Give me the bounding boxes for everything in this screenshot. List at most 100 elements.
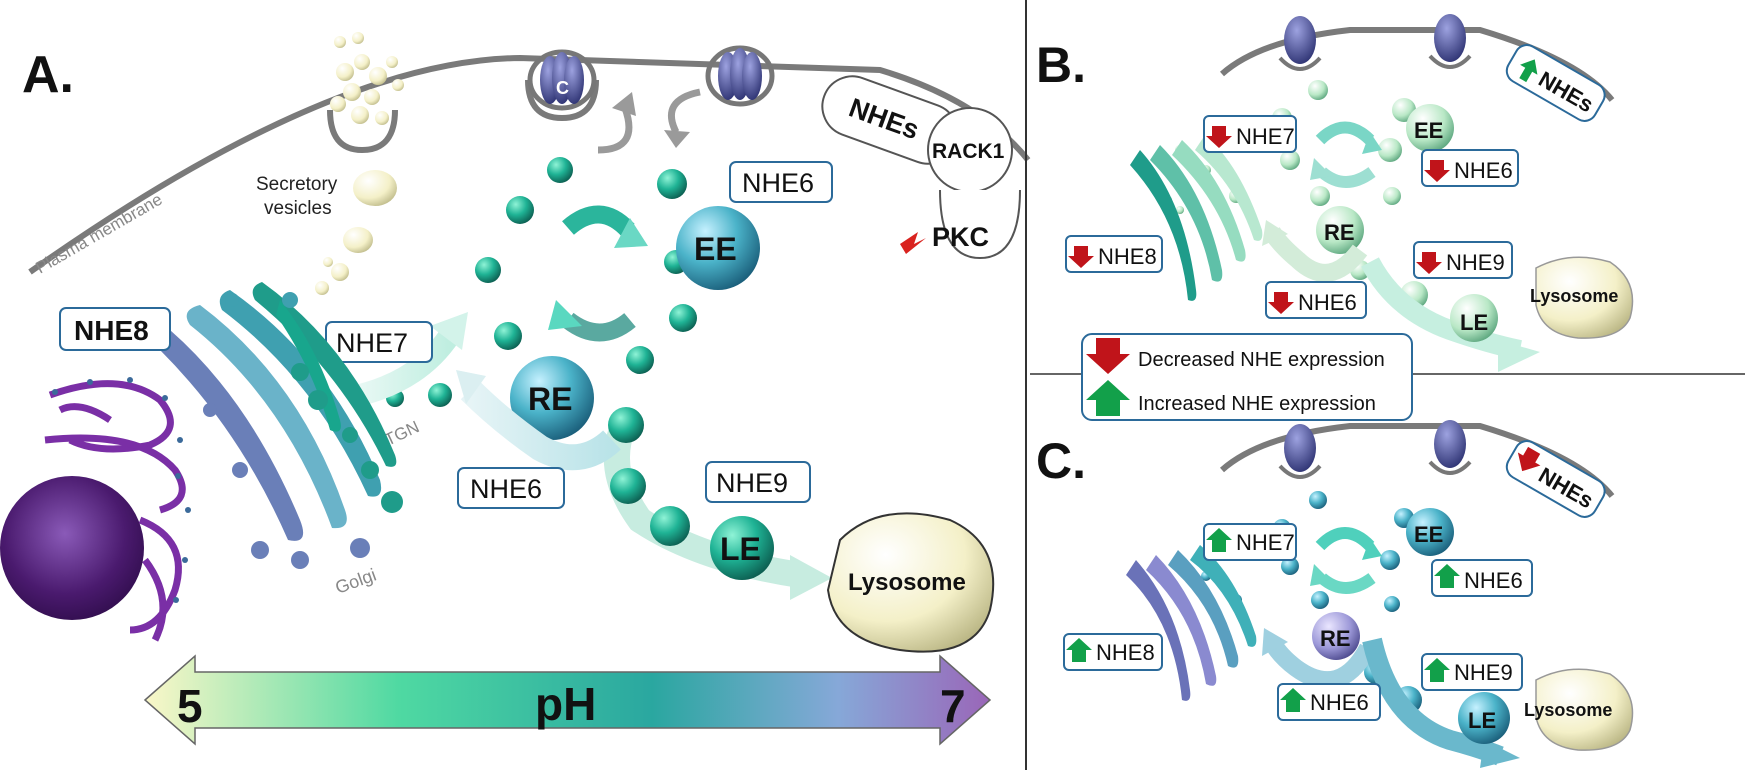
c-nhe9-tag: NHE9	[1421, 653, 1523, 691]
ph-gradient-bar: 5 pH 7	[143, 654, 992, 746]
c-nhe6-re-label: NHE6	[1310, 690, 1369, 715]
rack1-label: RACK1	[932, 140, 1005, 163]
recycle-arrow	[597, 106, 633, 154]
up-arrow-icon	[1424, 658, 1450, 682]
down-arrow-icon	[1206, 126, 1232, 148]
b-lysosome-label: Lysosome	[1530, 286, 1618, 306]
pkc-lightning-icon	[900, 232, 926, 254]
cycle-arrows-icon	[1310, 121, 1382, 188]
down-arrow-icon	[1416, 252, 1442, 274]
recycling-endosome-re	[510, 356, 594, 440]
b-le-label: LE	[1460, 310, 1488, 335]
lysosome	[826, 512, 995, 653]
panel-a-label: A.	[22, 46, 74, 104]
b-nhe8-tag: NHE8	[1065, 235, 1163, 273]
channel-icon	[1278, 424, 1322, 479]
nhe7-label: NHE7	[336, 328, 408, 358]
b-nhe6-ee-tag: NHE6	[1421, 149, 1519, 187]
c-nhe8-label: NHE8	[1096, 640, 1155, 665]
secretory-vesicles-label: Secretory	[256, 174, 338, 195]
re-label: RE	[528, 381, 572, 417]
down-arrow-icon	[1068, 246, 1094, 268]
b-ee-label: EE	[1414, 118, 1443, 143]
up-arrow-icon	[1519, 59, 1538, 83]
c-nhe6-ee-tag: NHE6	[1431, 559, 1533, 597]
secretory-vesicle	[343, 227, 373, 253]
b-nhe9-tag: NHE9	[1413, 241, 1513, 279]
down-arrow-icon	[1086, 338, 1130, 374]
secretory-vesicles-label-2: vesicles	[264, 198, 332, 219]
legend-decreased-label: Decreased NHE expression	[1138, 349, 1385, 371]
b-lysosome	[1535, 256, 1634, 339]
channel-icon	[1278, 16, 1322, 71]
plasma-membrane-label: Plasma membrane	[33, 190, 166, 278]
b-nhe6-re-tag: NHE6	[1265, 281, 1367, 319]
c-recycling-endosome-re	[1312, 612, 1360, 660]
b-recycling-endosome-re	[1316, 206, 1364, 254]
legend: Decreased NHE expression Increased NHE e…	[1081, 333, 1413, 421]
panel-b: B. NHEs EE	[1036, 14, 1634, 372]
cycle-arrows-icon	[1310, 527, 1382, 594]
c-lysosome	[1535, 668, 1634, 751]
le-label: LE	[720, 531, 761, 567]
down-arrow-icon	[1517, 446, 1541, 472]
panel-b-label: B.	[1036, 37, 1086, 93]
c-nhe7-tag: NHE7	[1203, 523, 1297, 561]
channel-icon	[1428, 14, 1472, 69]
ph-max-label: 7	[940, 680, 966, 732]
channel-icon	[1428, 420, 1472, 475]
ph-min-label: 5	[177, 680, 203, 732]
up-arrow-icon	[1066, 638, 1092, 662]
c-le-label: LE	[1468, 708, 1496, 733]
late-endosome-le	[710, 516, 774, 580]
secretory-vesicles-cluster	[327, 32, 404, 154]
c-nhe7-label: NHE7	[1236, 530, 1295, 555]
ee-label: EE	[694, 231, 737, 267]
lysosome-label: Lysosome	[848, 569, 966, 596]
secretory-vesicle	[353, 170, 397, 206]
recycle-arrow	[668, 88, 701, 134]
legend-increased-label: Increased NHE expression	[1138, 393, 1376, 415]
b-golgi-stacks	[1130, 135, 1263, 301]
b-nhe8-label: NHE8	[1098, 244, 1157, 269]
nhe6-ee-label: NHE6	[742, 168, 814, 198]
c-golgi-stacks	[1126, 545, 1257, 701]
b-nhe7-label: NHE7	[1236, 124, 1295, 149]
tgn-exit-arrow	[357, 328, 460, 406]
nhes-rack1-complex: NHEs RACK1 PKC	[821, 75, 1021, 260]
c-early-endosome-ee	[1406, 508, 1454, 556]
nhe8-label: NHE8	[74, 315, 149, 346]
golgi-stacks	[156, 282, 403, 569]
golgi-label: Golgi	[333, 565, 379, 598]
c-ee-label: EE	[1414, 522, 1443, 547]
nhe6-re-label: NHE6	[470, 474, 542, 504]
ph-label: pH	[535, 678, 596, 730]
c-re-label: RE	[1320, 626, 1351, 651]
channel-icon	[705, 45, 775, 107]
b-nhes-box: NHEs	[1505, 44, 1606, 122]
panel-c-label: C.	[1036, 433, 1086, 489]
c-late-endosome-le	[1458, 692, 1510, 744]
retrograde-arrow	[460, 380, 621, 471]
c-nhe6-ee-label: NHE6	[1464, 568, 1523, 593]
down-arrow-icon	[1424, 160, 1450, 182]
panel-a: A. Plasma membrane Secretory vesicles C	[0, 32, 1031, 746]
pkc-label: PKC	[932, 222, 989, 252]
c-nhe9-label: NHE9	[1454, 660, 1513, 685]
b-nhe6-re-label: NHE6	[1298, 290, 1357, 315]
up-arrow-icon	[1280, 688, 1306, 712]
b-re-label: RE	[1324, 220, 1355, 245]
b-nhe6-ee-label: NHE6	[1454, 158, 1513, 183]
c-nhes-box: NHEs	[1505, 440, 1606, 518]
up-arrow-icon	[1086, 380, 1130, 416]
channel-icon: C	[525, 49, 599, 122]
endoplasmic-reticulum	[44, 380, 186, 642]
c-nhe8-tag: NHE8	[1063, 633, 1163, 671]
cycle-arrows-icon	[548, 205, 648, 342]
down-arrow-icon	[1268, 292, 1294, 314]
nhe9-label: NHE9	[716, 468, 788, 498]
panel-c: C. NHEs EE RE	[1036, 420, 1634, 768]
b-nhe9-label: NHE9	[1446, 250, 1505, 275]
up-arrow-icon	[1206, 528, 1232, 552]
